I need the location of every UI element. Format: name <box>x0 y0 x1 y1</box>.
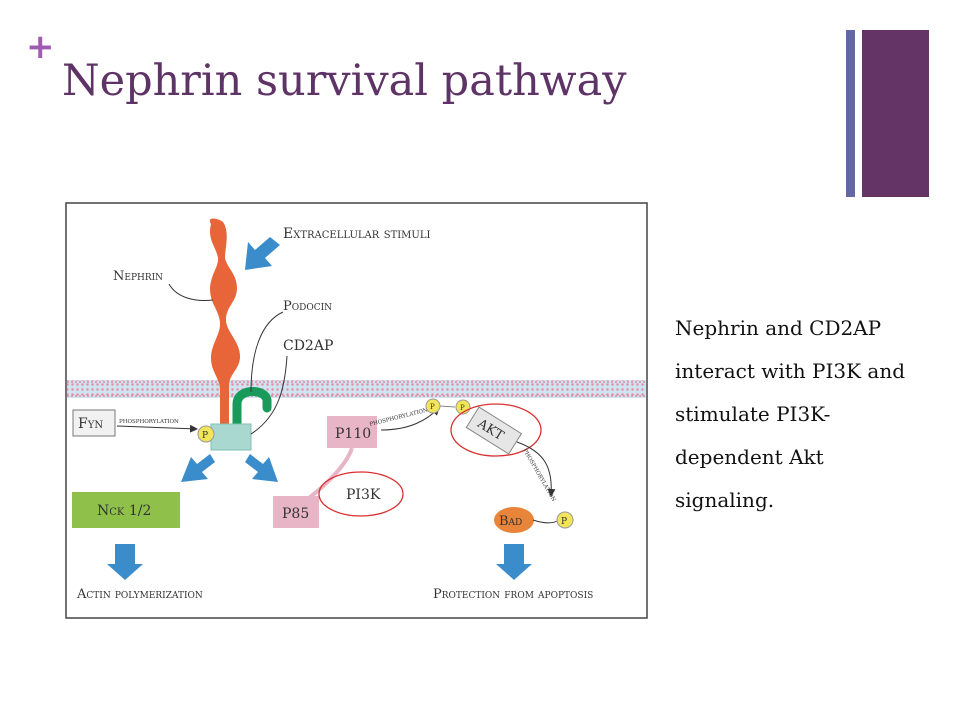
caption-line-1: Nephrin and CD2AP <box>675 316 882 340</box>
label-cd2ap: CD2AP <box>283 338 333 354</box>
label-protection: Protection from apoptosis <box>433 587 593 602</box>
p85-box <box>273 496 319 528</box>
caption-line-5: signaling. <box>675 488 775 512</box>
akt-link <box>439 405 456 408</box>
caption-line-4: dependent Akt <box>675 445 824 469</box>
podocin-leader <box>250 311 284 393</box>
label-nephrin: Nephrin <box>113 269 163 284</box>
phospho-fyn <box>197 425 215 443</box>
label-actin: Actin polymerization <box>76 587 203 602</box>
stimuli-arrow <box>245 237 280 270</box>
phos-arrow-1 <box>116 424 198 433</box>
label-p-fyn: P <box>202 431 208 441</box>
label-nck: Nck 1/2 <box>97 503 151 519</box>
phospho-bad <box>556 511 574 529</box>
label-podocin: Podocin <box>283 299 332 314</box>
slide-title: Nephrin survival pathway <box>62 56 627 106</box>
label-p-right: P <box>460 404 465 412</box>
label-phos1: PHOSPHORYLATION <box>119 419 179 425</box>
decor-bar-thick <box>862 30 929 197</box>
label-extracellular: Extracellular stimuli <box>283 226 430 242</box>
caption-line-3: stimulate PI3K- <box>675 402 831 426</box>
arrow-to-p85 <box>245 454 278 482</box>
pi3k-highlight <box>318 471 404 517</box>
akt-highlight <box>450 403 542 457</box>
label-bad: Bad <box>499 514 522 529</box>
decor-bar-thin <box>846 30 855 197</box>
plus-icon: + <box>26 27 55 67</box>
cell-membrane <box>67 380 646 398</box>
bad-protein <box>494 507 534 533</box>
cd2ap-leader <box>250 355 288 435</box>
diagram-frame <box>65 202 648 619</box>
akt-box <box>465 406 523 455</box>
label-p-bad: P <box>561 517 567 527</box>
p110-box <box>327 416 377 448</box>
nck-box <box>72 492 180 528</box>
pathway-diagram: Extracellular stimuli Nephrin Podocin CD… <box>65 202 648 619</box>
nephrin-leader <box>168 283 214 301</box>
label-p-left: P <box>430 403 435 411</box>
label-p85: P85 <box>282 506 309 522</box>
fyn-box <box>72 409 116 437</box>
caption-line-2: interact with PI3K and <box>675 359 906 383</box>
slide-caption: Nephrin and CD2AP interact with PI3K and… <box>675 307 945 522</box>
podocin-anchor <box>210 423 252 451</box>
nephrin-protein <box>209 218 241 438</box>
pi3k-link <box>307 447 354 500</box>
label-fyn: Fyn <box>78 416 103 432</box>
label-pi3k: PI3K <box>346 487 381 503</box>
phos-arrow-3 <box>516 441 556 497</box>
arrow-to-protection <box>496 544 532 580</box>
arrow-to-actin <box>107 544 143 580</box>
arrow-to-nck <box>181 454 215 482</box>
label-p110: P110 <box>335 426 371 442</box>
